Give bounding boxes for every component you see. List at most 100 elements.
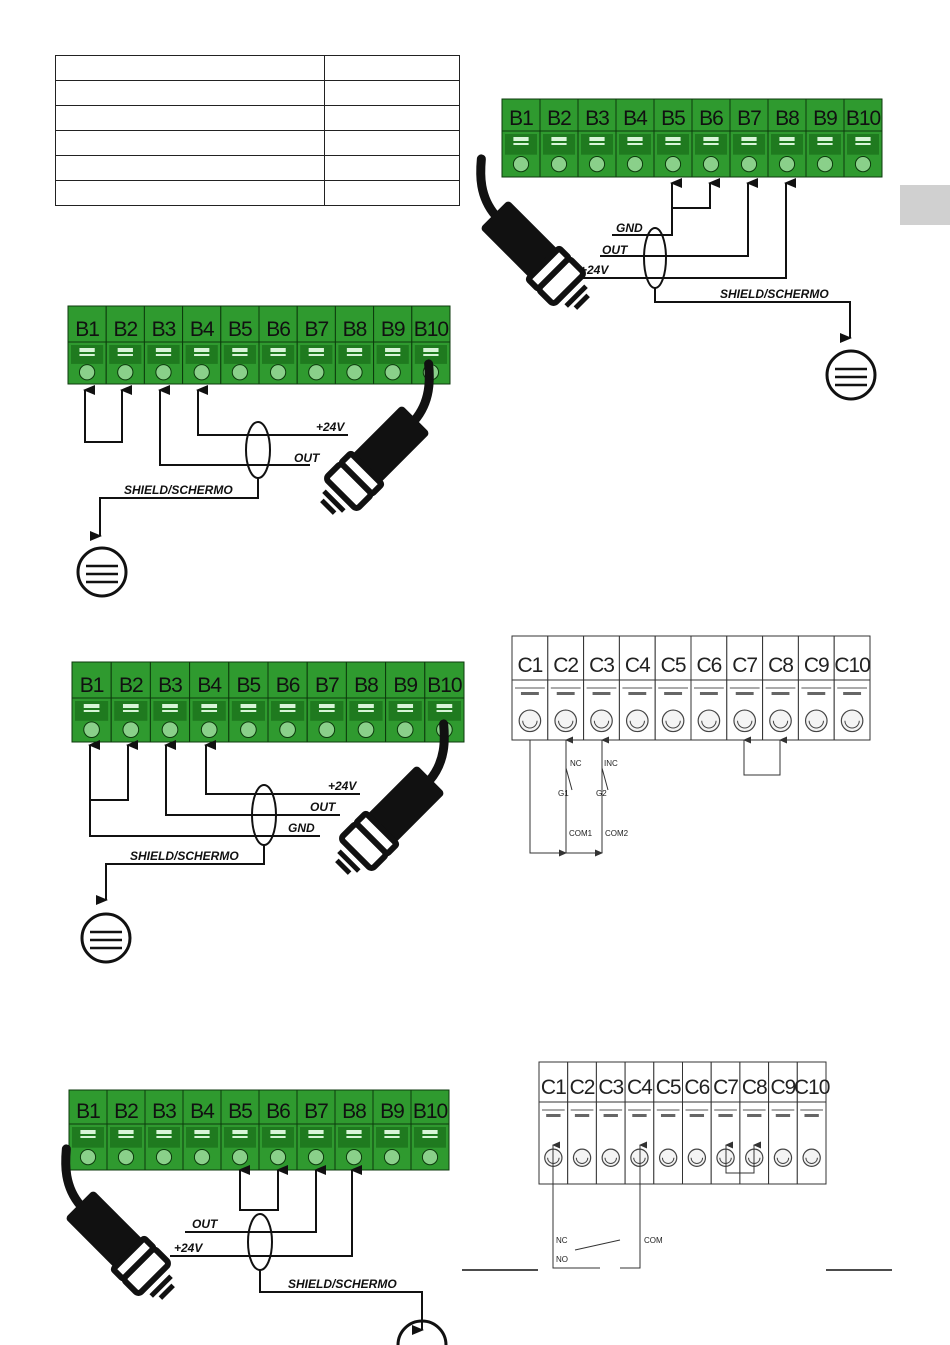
terminal-b1: B1 [67,305,107,385]
terminal-c7: C7 [710,1061,741,1185]
table-cell [55,180,325,206]
terminal-label: B5 [228,1100,252,1123]
terminal-label: B10 [427,674,462,697]
sensor-icon [30,1149,188,1307]
terminal-label: B7 [304,318,328,341]
terminal-label: B5 [228,318,252,341]
terminal-c7: C7 [726,635,764,741]
terminal-label: B9 [813,107,837,130]
section-tab [900,185,950,225]
wire-label-shield: SHIELD/SCHERMO [720,287,829,301]
wire-label-24v: +24V [316,420,345,434]
terminal-label: B3 [152,1100,176,1123]
terminal-label: C4 [627,1076,653,1099]
terminal-b10: B10 [410,1089,450,1171]
relay-label-com2: COM2 [605,829,629,838]
table-cell [55,130,325,156]
wire-label-gnd: GND [616,221,643,235]
terminal-b7: B7 [296,305,336,385]
terminal-label: B6 [276,674,300,697]
terminal-label: B4 [190,1100,215,1123]
spec-table [55,55,460,206]
relay-label-nc: NC [556,1236,568,1245]
terminal-label: C2 [553,654,578,677]
wire-label-24v: +24V [174,1241,203,1255]
terminal-b6: B6 [258,1089,298,1171]
terminal-b2: B2 [106,1089,146,1171]
terminal-label: B2 [547,107,571,130]
terminal-label: C10 [834,654,870,677]
terminal-label: B1 [76,1100,100,1123]
relay-label-g1: G1 [558,789,569,798]
terminal-b4: B4 [182,305,222,385]
terminal-c10: C10 [833,635,871,741]
table-row [55,155,460,181]
terminal-b9: B9 [373,305,413,385]
relay-label-no: NO [556,1255,568,1264]
terminal-c2: C2 [547,635,585,741]
terminal-b5: B5 [220,305,260,385]
terminal-label: B3 [152,318,176,341]
terminal-label: C9 [771,1076,796,1099]
terminal-label: B2 [119,674,143,697]
terminal-b5: B5 [228,661,269,743]
terminal-label: B7 [737,107,761,130]
terminal-label: C5 [661,654,686,677]
terminal-b4: B4 [189,661,230,743]
wire-label-24v: +24V [580,263,609,277]
terminal-b8: B8 [334,305,375,385]
terminal-label: C3 [598,1076,623,1099]
table-row [55,130,460,156]
terminal-c4: C4 [618,635,656,741]
terminal-label: C6 [696,654,721,677]
terminal-c3: C3 [583,635,620,741]
terminal-label: B9 [393,674,417,697]
terminal-label: B7 [304,1100,328,1123]
terminal-label: B6 [266,1100,290,1123]
terminal-b7: B7 [729,98,769,178]
terminal-label: B2 [113,318,137,341]
relay-label-nc: NC [570,759,582,768]
ground-icon [396,1319,448,1345]
terminal-c9: C9 [797,635,835,741]
terminal-c5: C5 [654,635,692,741]
wire-label-out: OUT [294,451,321,465]
terminal-b6: B6 [691,98,731,178]
terminal-b4: B4 [615,98,655,178]
terminal-c1: C1 [511,635,549,741]
terminal-c6: C6 [690,635,728,741]
terminal-b1: B1 [71,661,112,743]
terminal-b9: B9 [385,661,426,743]
terminal-label: B2 [114,1100,138,1123]
terminal-b8: B8 [334,1089,374,1171]
table-cell [324,180,460,206]
terminal-label: C5 [656,1076,681,1099]
terminal-b4: B4 [182,1089,222,1171]
terminal-b7: B7 [306,661,347,743]
ground-icon [825,349,877,401]
wire-label-gnd: GND [288,821,315,835]
terminal-label: B4 [623,107,648,130]
terminal-label: C8 [768,654,793,677]
terminal-label: B3 [585,107,609,130]
terminal-label: B10 [846,107,881,130]
relay-label-com1: COM1 [569,829,593,838]
wire-label-shield: SHIELD/SCHERMO [124,483,233,497]
terminal-label: B5 [237,674,261,697]
ground-icon [76,546,128,598]
terminal-b6: B6 [258,305,298,385]
terminal-b7: B7 [296,1089,336,1171]
terminal-label: B5 [661,107,685,130]
terminal-label: B10 [414,318,449,341]
wire-label-out: OUT [310,800,337,814]
terminal-label: B1 [80,674,104,697]
terminal-c2: C2 [567,1061,597,1185]
terminal-label: B8 [342,1100,366,1123]
terminal-c10: C10 [794,1061,831,1185]
terminal-label: C2 [570,1076,595,1099]
